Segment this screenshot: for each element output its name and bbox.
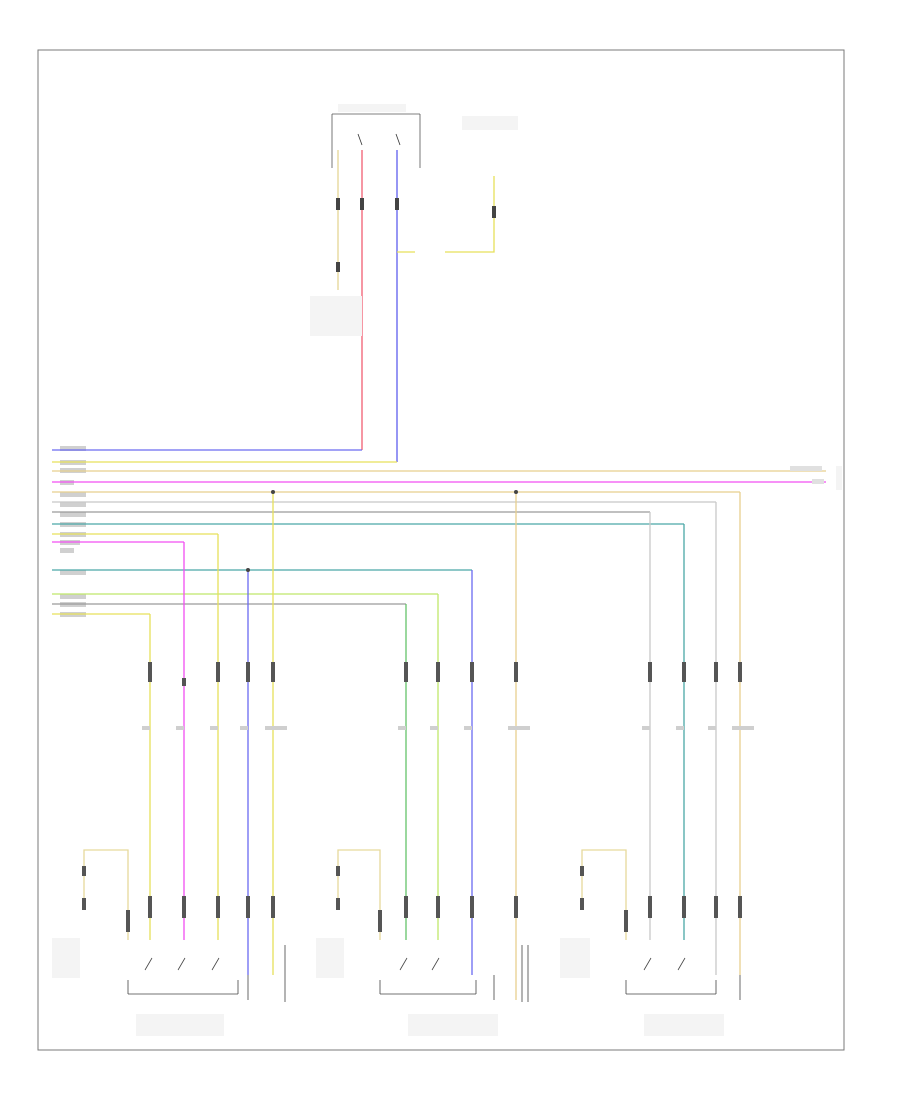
diagram-border [37, 49, 845, 1051]
wire-tan-branch [397, 176, 495, 253]
splice-dots [246, 490, 518, 572]
vertical-drops [149, 492, 741, 1000]
wire-size-tags [142, 726, 754, 730]
top-switch-assembly [331, 104, 518, 168]
right-switch-label [644, 1014, 724, 1036]
bus-wires [52, 449, 826, 615]
middle-switch-label [408, 1014, 498, 1036]
drop-connectors [148, 662, 742, 918]
top-connectors [336, 198, 496, 272]
right-switch-assembly [625, 957, 741, 1000]
middle-switch-assembly [379, 945, 529, 1002]
loop-stubs [83, 849, 627, 940]
left-switch-label [136, 1014, 224, 1036]
left-switch-assembly [127, 945, 286, 1002]
loop-connectors [82, 866, 628, 932]
